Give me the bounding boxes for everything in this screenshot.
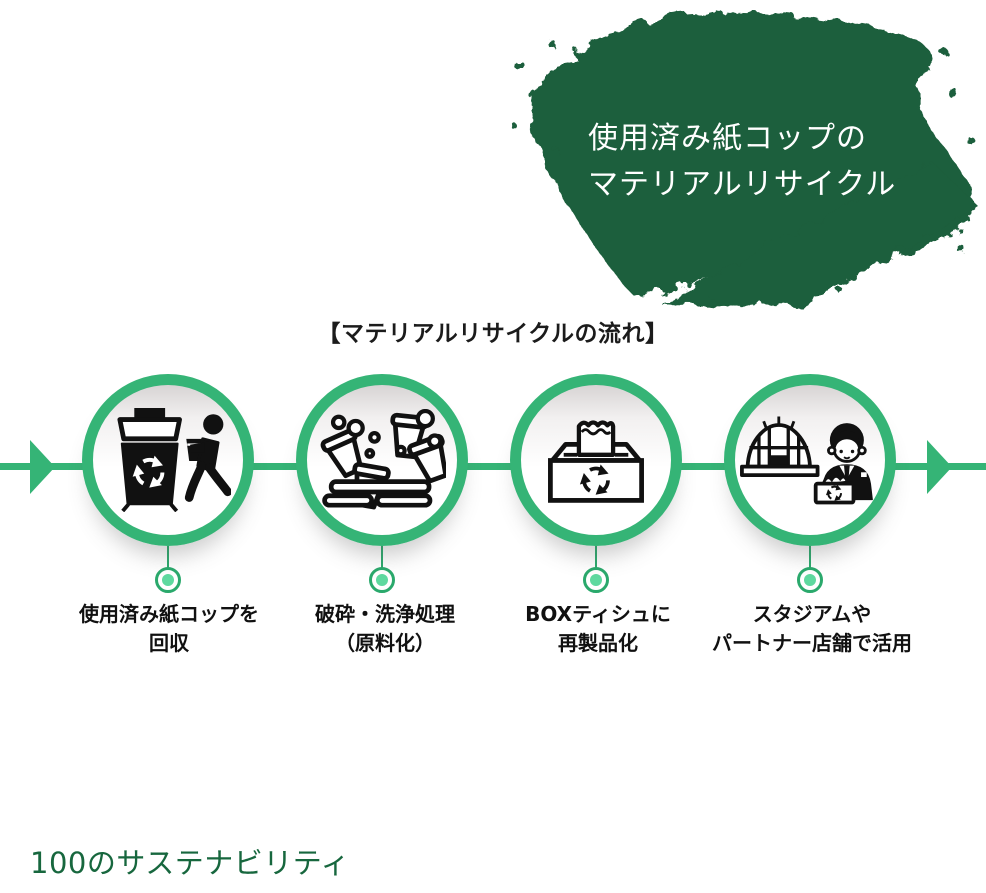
timeline-dot [583,567,609,593]
hero-title-line2: マテリアルリサイクル [588,167,897,202]
step-connector [167,546,169,569]
step-label-stadium: スタジアムや パートナー店舗で活用 [712,600,912,658]
step-label-line2: 回収 [149,631,189,655]
step-circle-stadium [724,374,896,546]
flow-line [0,463,986,470]
brush-stroke-background [511,11,978,306]
step-label-line1: BOXティシュに [525,602,671,626]
crushed-cups-washing-icon [320,409,446,510]
flow-arrow-right-icon [927,440,952,494]
step-connector [595,546,597,569]
timeline-dot [797,567,823,593]
step-circle-collection [82,374,254,546]
step-label-collection: 使用済み紙コップを 回収 [79,600,259,658]
step-label-line1: 使用済み紙コップを [79,602,259,626]
recycle-bin-and-person-icon [117,408,231,512]
stadium-and-staff-icon [740,416,873,505]
step-circle-tissue-box [510,374,682,546]
step-label-line2: 再製品化 [557,631,638,655]
flow-arrow-left-icon [30,440,55,494]
step-label-line1: 破砕・洗浄処理 [315,602,455,626]
timeline-dot [369,567,395,593]
step-connector [381,546,383,569]
hero-title: 使用済み紙コップの マテリアルリサイクル [588,116,896,208]
timeline-dot [155,567,181,593]
step-connector [809,546,811,569]
hero-title-line1: 使用済み紙コップの [588,121,867,156]
step-label-line2: パートナー店舗で活用 [712,631,912,655]
page-footer-title: 100のサステナビリティ [30,846,351,880]
step-circle-crushing [296,374,468,546]
step-label-crushing: 破砕・洗浄処理 （原料化） [315,600,455,658]
step-label-tissue-box: BOXティシュに 再製品化 [525,600,671,658]
step-label-line2: （原料化） [335,631,435,655]
flow-heading: 【マテリアルリサイクルの流れ】 [317,321,669,347]
tissue-box-recycle-icon [548,419,644,503]
step-label-line1: スタジアムや [752,602,872,626]
